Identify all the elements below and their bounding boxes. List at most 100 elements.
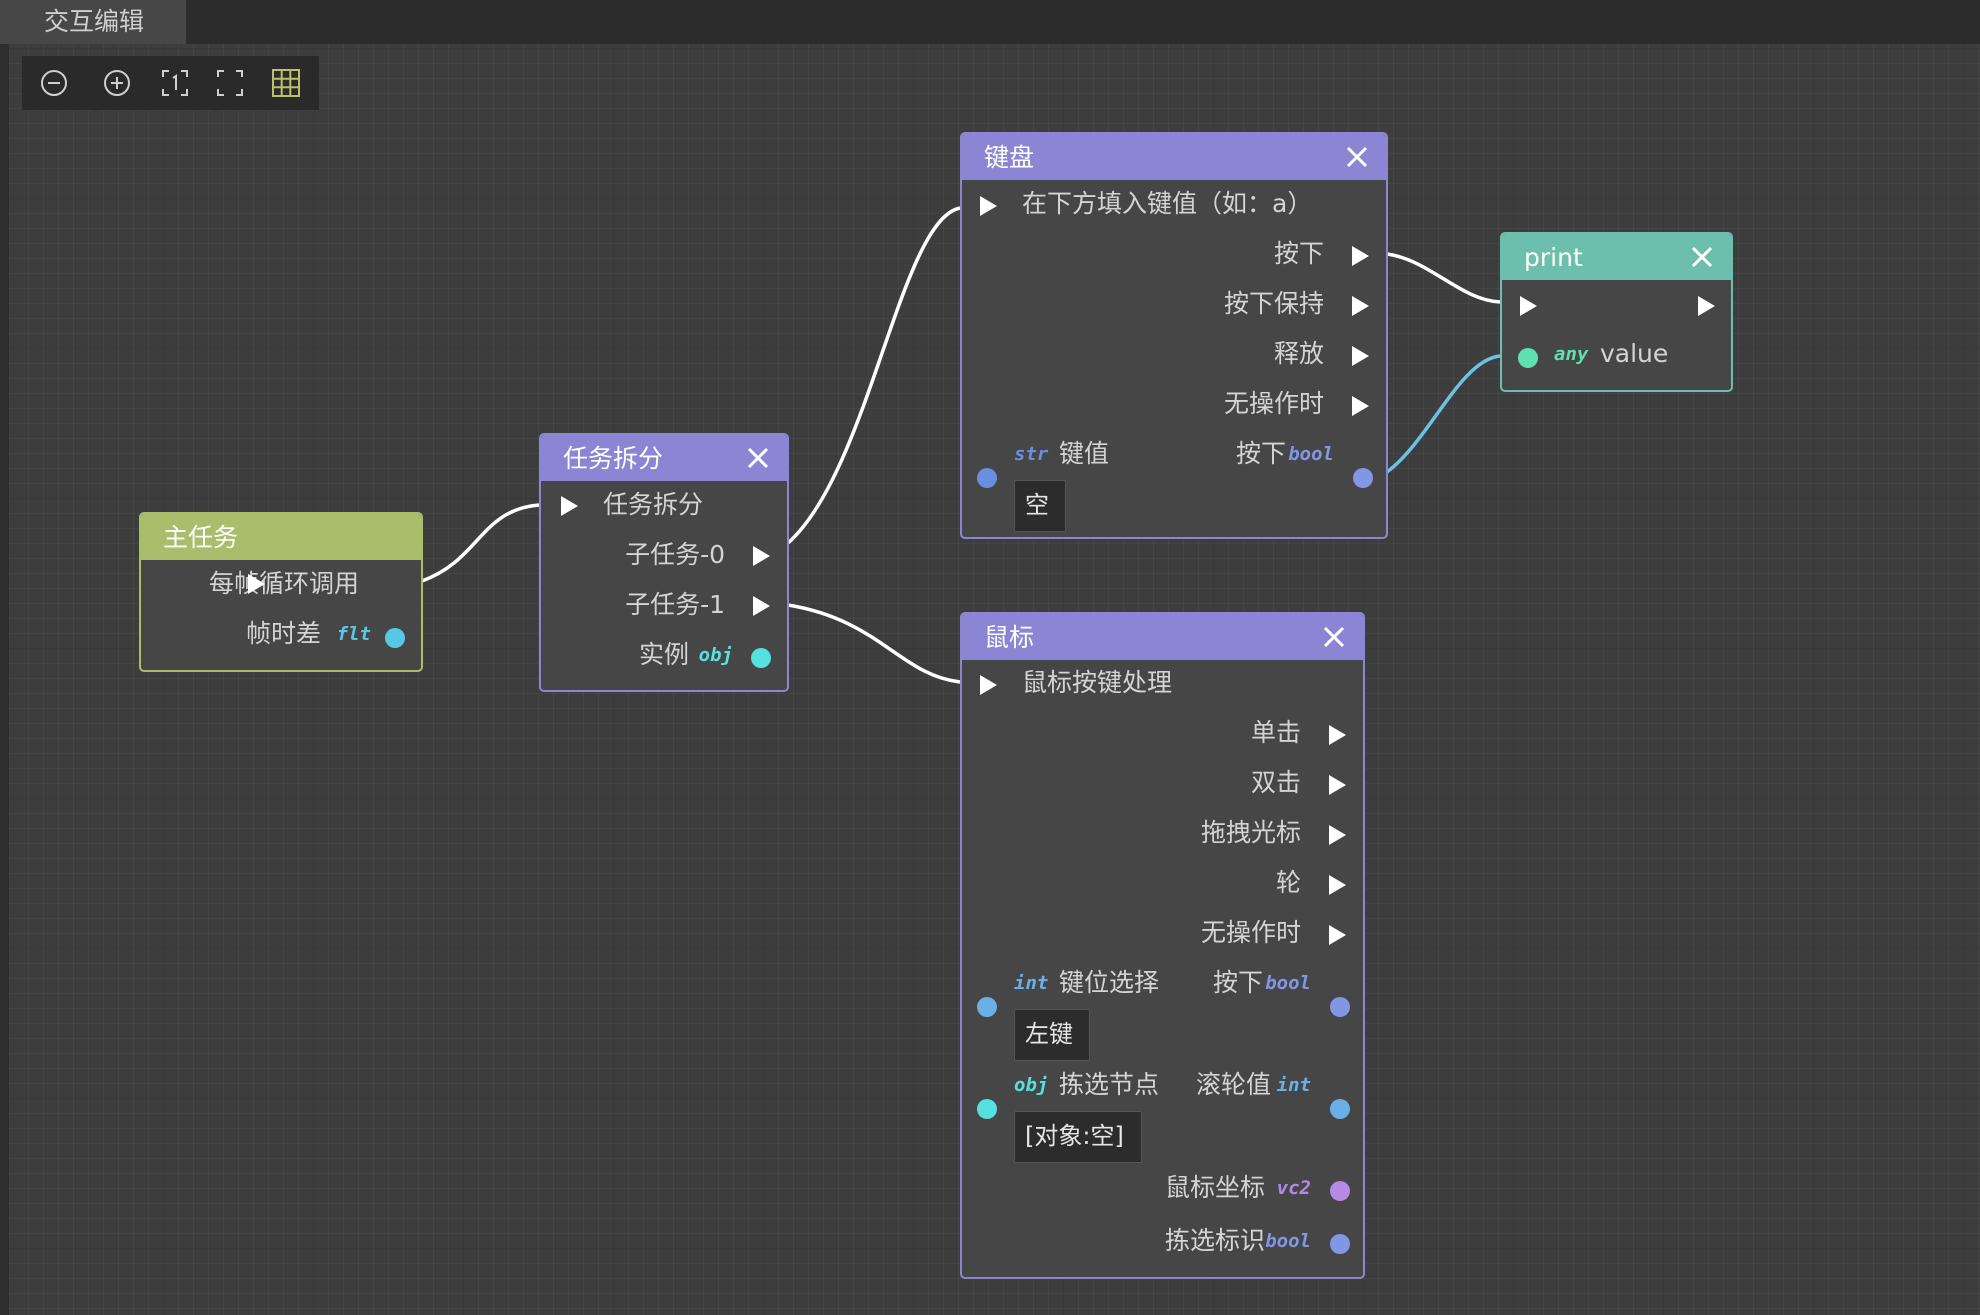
drag-label: 拖拽光标 — [1200, 818, 1301, 847]
node-main-task[interactable]: 主任务 每帧循环调用 帧时差 flt — [139, 512, 423, 672]
pick-flag-output-port[interactable] — [1330, 1234, 1350, 1254]
exec-input-label: 任务拆分 — [603, 490, 704, 519]
idle-port[interactable] — [1329, 925, 1346, 945]
drag-port[interactable] — [1329, 825, 1346, 845]
delta-label: 帧时差 — [245, 619, 321, 648]
idle-label: 无操作时 — [1200, 918, 1301, 947]
exec-input-port[interactable] — [1520, 296, 1537, 316]
type-badge-vc2: vc2 — [1276, 1177, 1311, 1199]
instance-output-port[interactable] — [751, 648, 771, 668]
node-mouse[interactable]: 鼠标 鼠标按键处理 单击 双击 拖拽光标 轮 无操作时 int 键位选择 按下 … — [960, 612, 1365, 1279]
hold-label: 按下保持 — [1223, 289, 1324, 318]
close-icon[interactable] — [741, 441, 775, 475]
wheel-label: 轮 — [1275, 868, 1301, 897]
press-bool-output-port[interactable] — [1353, 468, 1373, 488]
wire-main-to-split — [421, 503, 540, 583]
button-select-field[interactable]: 左键 — [1014, 1009, 1090, 1061]
node-task-split[interactable]: 任务拆分 任务拆分 子任务-0 子任务-1 实例 obj — [539, 433, 789, 692]
type-badge-str: str — [1014, 443, 1049, 465]
wheel-port[interactable] — [1329, 875, 1346, 895]
subtask-0-port[interactable] — [753, 546, 770, 566]
release-label: 释放 — [1273, 339, 1324, 368]
wheel-value-output-port[interactable] — [1330, 1099, 1350, 1119]
type-badge-bool: bool — [1265, 1230, 1311, 1252]
exec-output-port[interactable] — [1698, 296, 1715, 316]
hold-port[interactable] — [1352, 296, 1369, 316]
fit-view-icon — [217, 70, 243, 96]
exec-input-label: 在下方填入键值（如：a） — [1022, 189, 1313, 218]
tab-label: 交互编辑 — [44, 7, 145, 36]
type-badge-obj: obj — [1014, 1074, 1049, 1096]
node-keyboard[interactable]: 键盘 在下方填入键值（如：a） 按下 按下保持 释放 无操作时 str 键值 按… — [960, 132, 1388, 539]
grid-icon — [272, 69, 300, 97]
type-badge-obj: obj — [698, 644, 733, 666]
wire-split-to-mouse — [787, 603, 961, 684]
type-badge-int: int — [1276, 1074, 1311, 1096]
pick-flag-label: 拣选标识 — [1164, 1226, 1265, 1255]
value-input-port[interactable] — [1518, 348, 1538, 368]
release-port[interactable] — [1352, 346, 1369, 366]
actual-size-icon — [162, 70, 188, 96]
out-press-label: 按下 — [1212, 968, 1263, 997]
out-press-label: 按下 — [1235, 439, 1286, 468]
delta-output-port[interactable] — [385, 628, 405, 648]
subtask-1-label: 子任务-1 — [625, 590, 725, 619]
node-title: 主任务 — [163, 523, 239, 552]
pick-node-field[interactable]: [对象:空] — [1014, 1111, 1142, 1163]
canvas-toolbar — [22, 56, 319, 110]
button-select-label: 键位选择 — [1059, 968, 1160, 997]
mouse-coord-output-port[interactable] — [1330, 1181, 1350, 1201]
node-print[interactable]: print any value — [1500, 232, 1733, 392]
grid-toggle-button[interactable] — [264, 56, 308, 110]
exec-input-port[interactable] — [980, 196, 997, 216]
click-label: 单击 — [1250, 718, 1301, 747]
idle-port[interactable] — [1352, 396, 1369, 416]
pick-node-label: 拣选节点 — [1059, 1070, 1160, 1099]
key-input-port[interactable] — [977, 468, 997, 488]
node-header[interactable] — [962, 134, 1386, 180]
exec-output-label: 每帧循环调用 — [208, 569, 359, 598]
node-title: 键盘 — [984, 143, 1035, 172]
actual-size-button[interactable] — [153, 56, 197, 110]
dblclick-port[interactable] — [1329, 775, 1346, 795]
wire-split-to-keyboard — [786, 206, 961, 545]
pick-node-input-port[interactable] — [977, 1099, 997, 1119]
idle-label: 无操作时 — [1223, 389, 1324, 418]
type-badge-bool: bool — [1288, 443, 1334, 465]
title-bar — [0, 0, 1980, 44]
type-badge-any: any — [1554, 343, 1589, 365]
node-title: 任务拆分 — [563, 444, 664, 473]
press-port[interactable] — [1352, 246, 1369, 266]
subtask-0-label: 子任务-0 — [625, 540, 725, 569]
zoom-out-button[interactable] — [32, 56, 76, 110]
button-select-input-port[interactable] — [977, 997, 997, 1017]
node-header[interactable] — [1502, 234, 1731, 280]
exec-input-label: 鼠标按键处理 — [1022, 668, 1173, 697]
type-badge-flt: flt — [336, 623, 371, 645]
press-bool-output-port[interactable] — [1330, 997, 1350, 1017]
click-port[interactable] — [1329, 725, 1346, 745]
key-value-field[interactable]: 空 — [1014, 480, 1066, 532]
type-badge-int: int — [1014, 972, 1049, 994]
close-icon[interactable] — [1340, 140, 1374, 174]
node-header[interactable] — [141, 514, 421, 560]
zoom-out-icon — [41, 70, 67, 96]
wire-keyboard-bool-to-print — [1385, 354, 1501, 474]
key-label: 键值 — [1059, 439, 1110, 468]
node-header[interactable] — [962, 614, 1363, 660]
exec-input-port[interactable] — [561, 496, 578, 516]
node-title: print — [1524, 243, 1583, 272]
close-icon[interactable] — [1685, 240, 1719, 274]
exec-input-port[interactable] — [980, 675, 997, 695]
tab-interaction-edit[interactable]: 交互编辑 — [0, 0, 186, 44]
subtask-1-port[interactable] — [753, 596, 770, 616]
value-label: value — [1600, 339, 1669, 368]
fit-view-button[interactable] — [208, 56, 252, 110]
zoom-in-button[interactable] — [95, 56, 139, 110]
node-title: 鼠标 — [984, 623, 1035, 652]
close-icon[interactable] — [1317, 620, 1351, 654]
node-header[interactable] — [541, 435, 787, 481]
mouse-coord-label: 鼠标坐标 — [1164, 1173, 1265, 1202]
exec-output-port[interactable] — [248, 574, 265, 594]
